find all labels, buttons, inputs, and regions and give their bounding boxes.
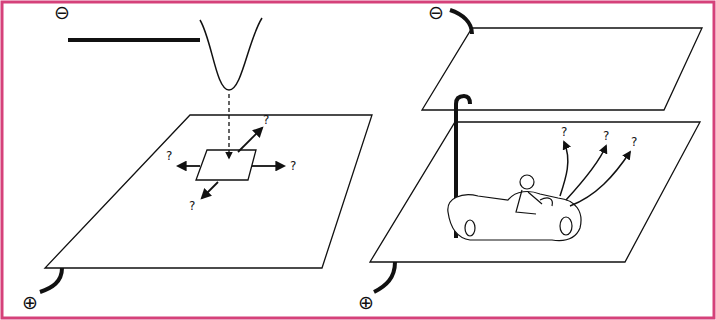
question-mark: ? — [189, 200, 195, 212]
question-mark: ? — [166, 150, 172, 162]
terminal-sign: ⊖ — [428, 3, 444, 22]
tip-setup — [40, 18, 372, 292]
question-mark: ? — [290, 160, 296, 172]
terminal-sign: ⊖ — [54, 3, 70, 22]
question-mark: ? — [561, 126, 567, 138]
bumper-car-setup — [370, 10, 702, 292]
question-mark: ? — [263, 114, 269, 126]
question-mark: ? — [603, 130, 609, 142]
question-mark: ? — [631, 136, 637, 148]
terminal-sign: ⊕ — [22, 293, 38, 312]
terminal-sign: ⊕ — [358, 293, 374, 312]
